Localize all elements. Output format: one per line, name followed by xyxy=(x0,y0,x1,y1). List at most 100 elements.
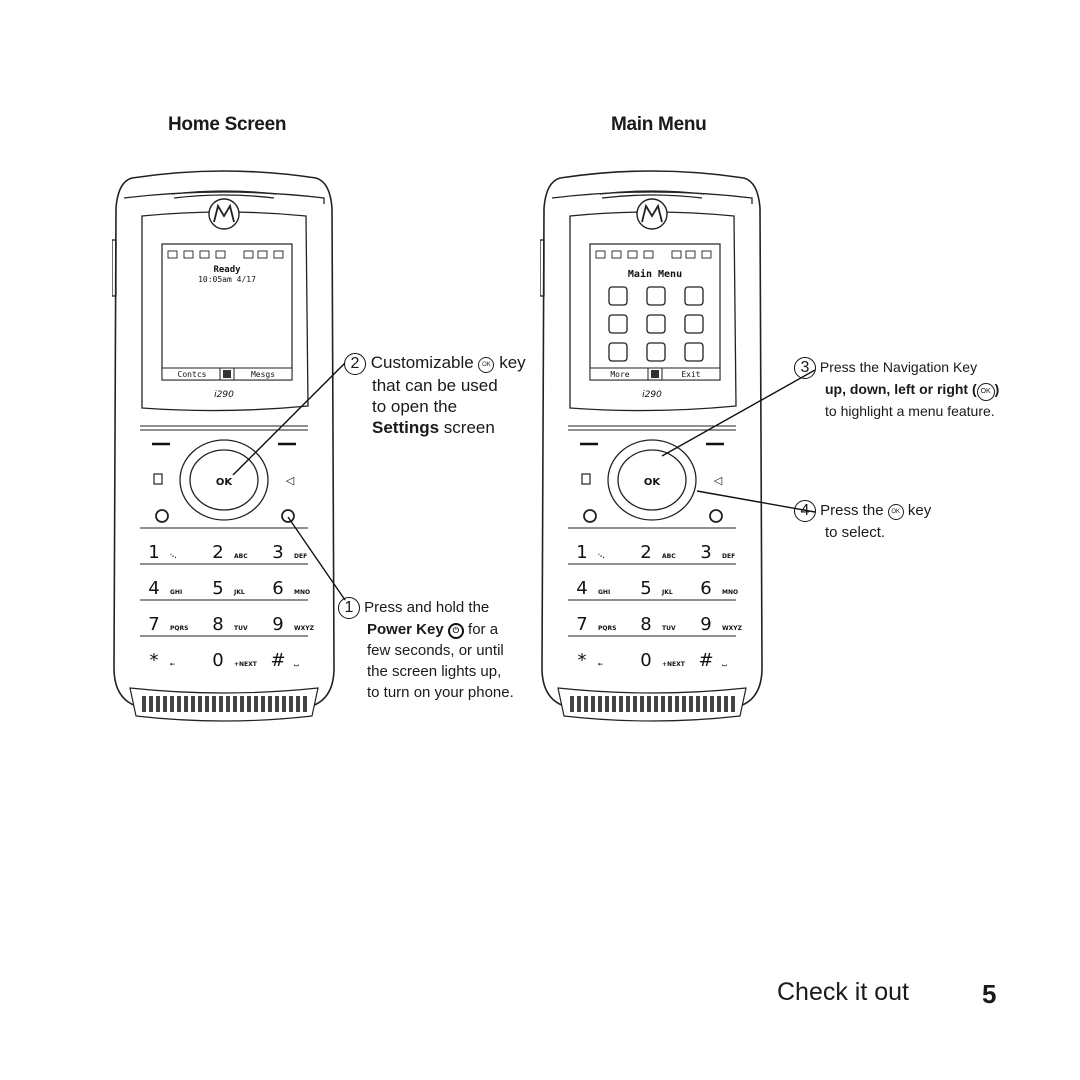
speaker-key-icon: ◁ xyxy=(286,474,295,487)
send-key-icon xyxy=(583,509,597,523)
motorola-logo-icon xyxy=(213,203,235,223)
grille-slot xyxy=(205,696,209,712)
key-digit-10: 0 xyxy=(640,650,651,671)
lcd-screen xyxy=(161,243,293,381)
left-softkey-label: More xyxy=(610,370,629,379)
grille-slot xyxy=(570,696,574,712)
speaker-icon xyxy=(199,250,210,259)
key-digit-4: 5 xyxy=(640,578,651,599)
grille-slot xyxy=(731,696,735,712)
side-button xyxy=(112,239,117,297)
key-digit-6: 7 xyxy=(148,614,159,635)
send-key-icon xyxy=(155,509,169,523)
key-digit-0: 1 xyxy=(576,542,587,563)
grille-slot xyxy=(254,696,258,712)
callout-3-line3: to highlight a menu feature. xyxy=(825,403,995,419)
key-letters-11: ⌴ xyxy=(722,661,727,668)
grille-slot xyxy=(275,696,279,712)
callout-3-line2: up, down, left or right ( xyxy=(825,381,977,397)
grille-slot xyxy=(240,696,244,712)
grille-slot xyxy=(184,696,188,712)
key-digit-2: 3 xyxy=(700,542,711,563)
grille-slot xyxy=(710,696,714,712)
side-button xyxy=(540,239,545,297)
callout-2-line3: to open the xyxy=(372,397,458,416)
main-menu-heading: Main Menu xyxy=(611,114,707,135)
navigation-key-icon: OK xyxy=(976,383,995,401)
grille-slot xyxy=(282,696,286,712)
grille-slot xyxy=(591,696,595,712)
callout-1-line3: few seconds, or until xyxy=(367,642,504,659)
callout-3-line2-end: ) xyxy=(994,381,1000,397)
callout-1-line5: to turn on your phone. xyxy=(367,684,514,701)
key-letters-4: JKL xyxy=(233,589,245,596)
signal-icon xyxy=(595,250,606,259)
speaker-icon xyxy=(627,250,638,259)
ok-key-icon xyxy=(617,449,687,511)
key-letters-1: ABC xyxy=(234,553,248,560)
messages-menu-icon xyxy=(684,314,704,334)
grille-slot xyxy=(177,696,181,712)
grille-slot xyxy=(219,696,223,712)
grille-slot xyxy=(661,696,665,712)
ok-key-icon: OK xyxy=(478,357,495,373)
earpiece-line xyxy=(599,190,705,195)
menu-key-icon xyxy=(153,473,163,485)
key-digit-1: 2 xyxy=(640,542,651,563)
key-digit-9: * xyxy=(150,650,159,671)
power-key-icon xyxy=(281,509,295,523)
ok-key-label: OK xyxy=(644,477,662,488)
key-digit-11: # xyxy=(270,650,285,671)
key-digit-0: 1 xyxy=(148,542,159,563)
contacts-menu-icon xyxy=(646,286,666,306)
recent-calls-menu-icon xyxy=(608,314,628,334)
key-digit-8: 9 xyxy=(700,614,711,635)
model-label: i290 xyxy=(214,390,234,400)
right-softkey-label: Exit xyxy=(681,370,700,379)
memo-menu-icon xyxy=(684,342,704,362)
grille-slot xyxy=(198,696,202,712)
grille-slot xyxy=(303,696,307,712)
grille-slot xyxy=(584,696,588,712)
data-icon xyxy=(183,250,194,259)
page-number: 5 xyxy=(982,979,997,1009)
callout-1-line4: the screen lights up, xyxy=(367,663,502,680)
key-letters-2: DEF xyxy=(722,553,735,560)
home-screen-heading: Home Screen xyxy=(168,114,287,135)
callout-4-line2: to select. xyxy=(825,524,886,541)
callout-4-line1: Press the xyxy=(820,502,884,519)
callout-navigation-key: 3 Press the Navigation Key up, down, lef… xyxy=(794,357,999,422)
key-letters-10: +NEXT xyxy=(662,661,686,668)
menu-softkey-icon xyxy=(651,370,659,378)
screen-title-text: Main Menu xyxy=(628,268,682,280)
grille-slot xyxy=(233,696,237,712)
grille-slot xyxy=(633,696,637,712)
grille-slot xyxy=(268,696,272,712)
callout-1-power-key: Power Key xyxy=(367,621,444,638)
status-icon xyxy=(257,250,268,259)
right-softkey-label: Mesgs xyxy=(251,370,275,379)
menu-key-icon xyxy=(581,473,591,485)
callout-2-settings: Settings xyxy=(372,418,440,437)
grille-slot xyxy=(212,696,216,712)
ok-key-icon: OK xyxy=(887,504,904,520)
datebook-menu-icon xyxy=(646,342,666,362)
callout-number-4: 4 xyxy=(794,500,816,522)
callout-2-line2: that can be used xyxy=(372,376,498,395)
key-letters-1: ABC xyxy=(662,553,676,560)
phone-top-edge xyxy=(123,191,325,204)
callout-2-line1: Customizable xyxy=(370,353,474,372)
key-letters-11: ⌴ xyxy=(294,661,299,668)
battery-icon xyxy=(273,250,284,259)
callout-2-line1b: key xyxy=(499,353,526,372)
phone-menu-icon xyxy=(608,286,628,306)
earpiece-line xyxy=(171,190,277,195)
call-forward-menu-icon xyxy=(608,342,628,362)
lcd-screen xyxy=(589,243,721,381)
callout-number-1: 1 xyxy=(338,597,360,619)
key-digit-3: 4 xyxy=(148,578,159,599)
earpiece-line xyxy=(601,194,703,199)
grille-slot xyxy=(668,696,672,712)
signal-icon xyxy=(167,250,178,259)
